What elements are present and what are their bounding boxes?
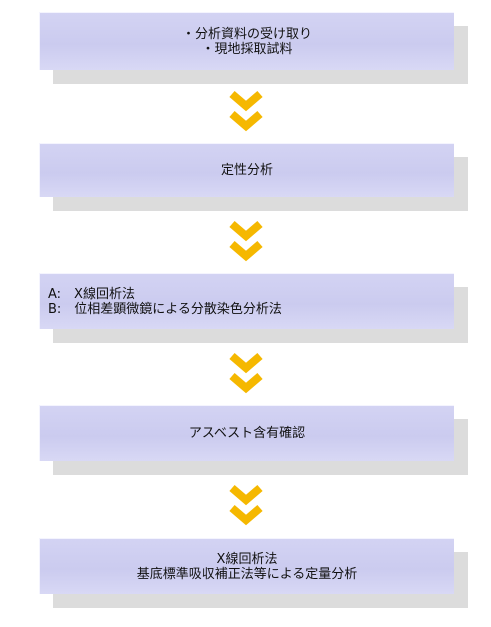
double-chevron-down-icon bbox=[229, 90, 263, 132]
flow-box: アスベスト含有確認 bbox=[39, 405, 454, 461]
step-text-line: ・現地採取試料 bbox=[201, 41, 293, 57]
flow-step-receipt: ・分析資料の受け取り ・現地採取試料 bbox=[39, 12, 468, 84]
step-text-line: アスベスト含有確認 bbox=[188, 426, 306, 441]
flow-box: ・分析資料の受け取り ・現地採取試料 bbox=[39, 12, 454, 70]
double-chevron-down-icon bbox=[229, 352, 263, 394]
flow-box: 定性分析 bbox=[39, 143, 454, 197]
step-text-line: B: 位相差顕微鏡による分散染色分析法 bbox=[48, 301, 282, 317]
flow-step-quantitative: X線回析法 基底標準吸収補正法等による定量分析 bbox=[39, 538, 468, 608]
double-chevron-down-icon bbox=[229, 484, 263, 526]
flow-box: X線回析法 基底標準吸収補正法等による定量分析 bbox=[39, 538, 454, 594]
flow-step-asbestos-check: アスベスト含有確認 bbox=[39, 405, 468, 475]
flow-step-methods: A: X線回析法 B: 位相差顕微鏡による分散染色分析法 bbox=[39, 273, 468, 343]
step-text-line: ・分析資料の受け取り bbox=[181, 26, 312, 42]
double-chevron-down-icon bbox=[229, 220, 263, 262]
step-text-line: 基底標準吸収補正法等による定量分析 bbox=[136, 566, 358, 582]
flow-step-qualitative: 定性分析 bbox=[39, 143, 468, 211]
flow-box: A: X線回析法 B: 位相差顕微鏡による分散染色分析法 bbox=[39, 273, 454, 329]
step-text-line: X線回析法 bbox=[216, 551, 278, 567]
step-text-line: A: X線回析法 bbox=[48, 286, 135, 302]
step-text-line: 定性分析 bbox=[220, 163, 273, 178]
